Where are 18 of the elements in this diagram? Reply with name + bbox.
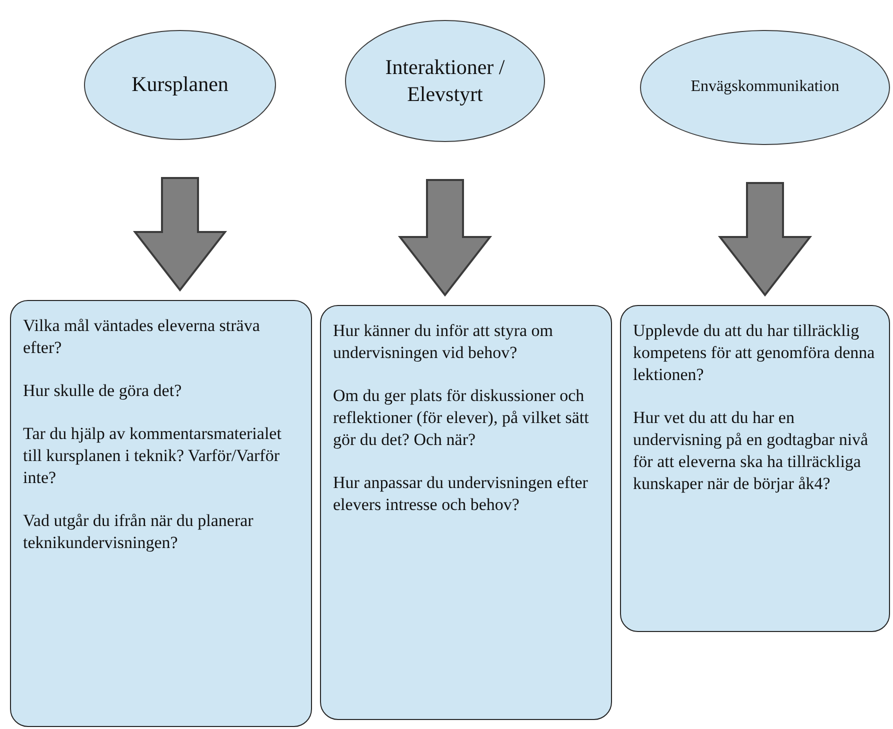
block-arrow [398, 179, 492, 297]
question-text: Hur anpassar du undervisningen efter elevers intresse och behov? [333, 472, 589, 516]
topic-label: Interaktioner / Elevstyrt [384, 54, 506, 108]
question-text: Hur vet du att du har en undervisning på en godtagbar nivå för att eleverna ska ha tillräckliga kunskaper när de börjar åk4? [633, 407, 870, 495]
question-text: Upplevde du att du har tillräcklig kompetens för att genomföra denna lektionen? [633, 320, 876, 386]
question-text: Tar du hjälp av kommentarsmaterialet till kursplanen i teknik? Varför/Varför inte? [23, 423, 282, 489]
question-box [620, 305, 890, 632]
block-arrow [718, 182, 812, 297]
question-text: Hur skulle de göra det? [23, 380, 183, 402]
question-text: Om du ger plats för diskussioner och reflektioner (för elever), på vilket sätt gör du det? Och när? [333, 385, 590, 451]
question-text: Vilka mål väntades eleverna sträva efter? [23, 315, 261, 359]
question-text: Vad utgår du ifrån när du planerar teknikundervisningen? [23, 510, 254, 554]
topic-label: Kursplanen [132, 71, 228, 98]
block-arrow [132, 177, 228, 292]
question-box [10, 300, 312, 727]
question-box [320, 305, 612, 720]
topic-label: Envägskommunikation [690, 77, 840, 98]
question-text: Hur känner du inför att styra om undervisningen vid behov? [333, 320, 554, 364]
